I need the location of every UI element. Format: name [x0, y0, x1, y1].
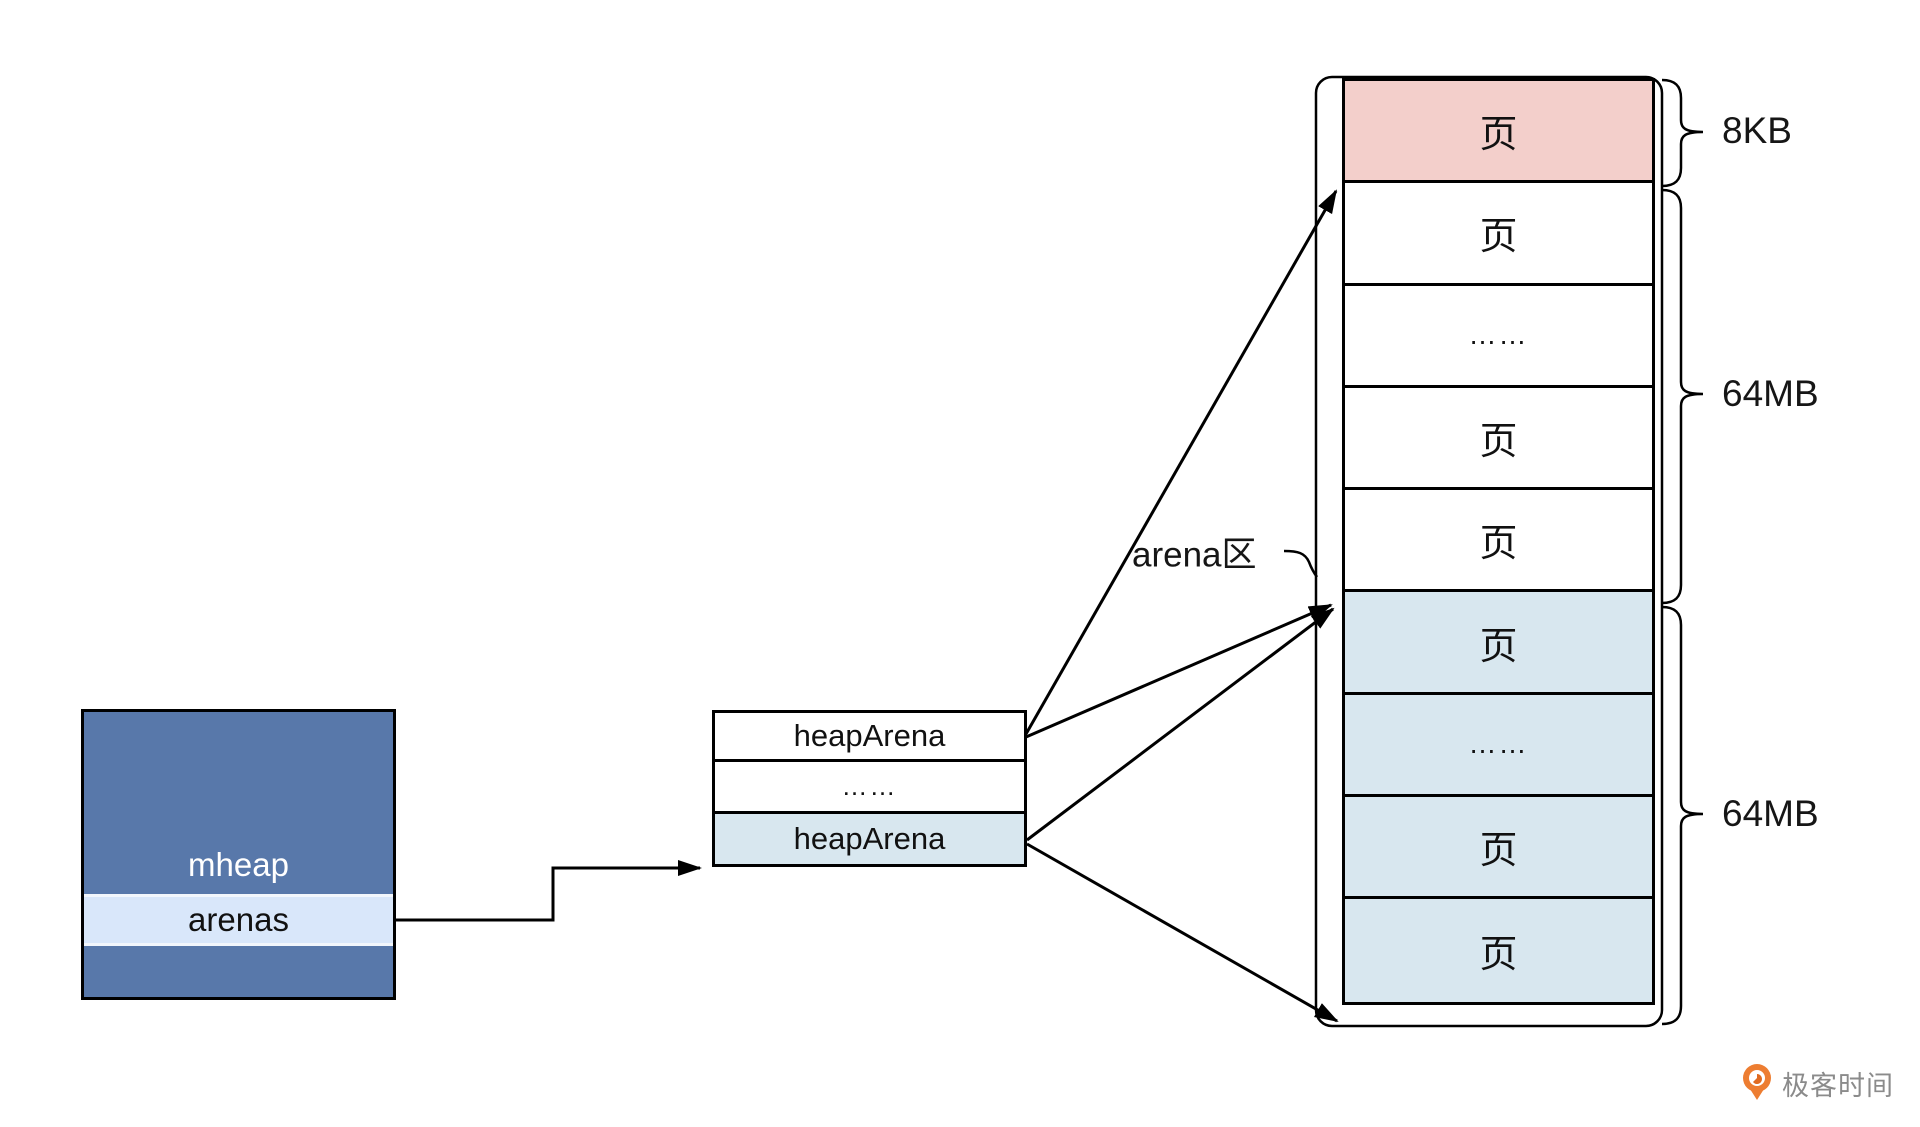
arrow-heaparena2-to-arena2-bottom	[1026, 842, 1339, 1023]
ellipsis-label: ……	[841, 771, 898, 801]
page-label: 页	[1479, 830, 1518, 873]
arrow-arenas-to-heaparena	[396, 860, 702, 922]
page-cell: 页	[1345, 490, 1652, 593]
geektime-logo: 极客时间	[1740, 1062, 1894, 1104]
size-label-8kb: 8KB	[1722, 110, 1792, 151]
arenas-label: arenas	[188, 901, 289, 938]
brace-8kb	[1661, 78, 1704, 188]
ellipsis-label: ……	[1468, 728, 1529, 760]
page-cell: 页	[1345, 388, 1652, 491]
brace-64mb-lower	[1661, 605, 1704, 1026]
page-stack: 页 页 …… 页 页 页 …… 页 页	[1342, 78, 1655, 1006]
mheap-bottom-section	[84, 946, 393, 997]
page-label: 页	[1479, 934, 1518, 977]
page-cell-arena2: 页	[1345, 592, 1652, 695]
page-cell-allocated: 页	[1345, 81, 1652, 184]
arrow-heaparena1-to-arena1-top	[1024, 189, 1338, 735]
arrow-heaparena1-to-arena2-top	[1025, 603, 1333, 739]
arena-region-label: arena区	[1132, 535, 1257, 575]
arenas-field-row: arenas	[84, 894, 393, 946]
page-ellipsis-cell: ……	[1345, 286, 1652, 388]
page-ellipsis-cell-arena2: ……	[1345, 694, 1652, 798]
page-label: 页	[1479, 421, 1518, 464]
size-label-64mb-upper: 64MB	[1722, 373, 1819, 414]
mheap-struct-box: mheap arenas	[81, 709, 396, 1000]
mheap-title-section: mheap	[84, 712, 393, 894]
heap-arena-ellipsis-row: ……	[715, 762, 1024, 814]
arena-label-tick	[1283, 549, 1319, 578]
heap-arena-row-highlighted: heapArena	[715, 814, 1024, 864]
heap-arena-label: heapArena	[793, 821, 946, 856]
geektime-logo-text: 极客时间	[1782, 1070, 1894, 1101]
page-cell-arena2: 页	[1345, 797, 1652, 900]
mheap-label: mheap	[188, 846, 289, 883]
brace-64mb-upper	[1661, 188, 1704, 605]
page-label: 页	[1479, 114, 1518, 157]
page-cell: 页	[1345, 183, 1652, 286]
page-label: 页	[1479, 625, 1518, 668]
heap-arena-row: heapArena	[715, 713, 1024, 762]
heap-arena-label: heapArena	[793, 718, 946, 753]
page-label: 页	[1479, 216, 1518, 259]
page-cell-arena2: 页	[1345, 899, 1652, 1003]
heap-arena-array: heapArena …… heapArena	[712, 710, 1027, 867]
page-label: 页	[1479, 523, 1518, 566]
size-label-64mb-lower: 64MB	[1722, 793, 1819, 834]
arrow-heaparena2-to-arena2-top	[1026, 607, 1335, 842]
ellipsis-label: ……	[1468, 319, 1529, 351]
geektime-logo-icon	[1743, 1064, 1771, 1100]
